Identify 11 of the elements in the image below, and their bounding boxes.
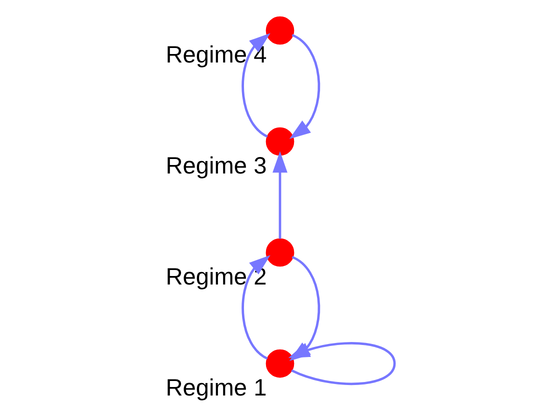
arrow bbox=[242, 33, 270, 138]
arrow bbox=[289, 34, 320, 140]
node-label: Regime 4 bbox=[166, 42, 267, 68]
arrow bbox=[272, 151, 288, 239]
node-circle bbox=[266, 16, 294, 45]
node-circle bbox=[266, 238, 294, 267]
arrow bbox=[242, 255, 270, 360]
node-label: Regime 1 bbox=[166, 375, 267, 402]
node-circle bbox=[266, 127, 294, 156]
node-circle bbox=[266, 349, 294, 378]
node-label: Regime 3 bbox=[166, 153, 267, 180]
